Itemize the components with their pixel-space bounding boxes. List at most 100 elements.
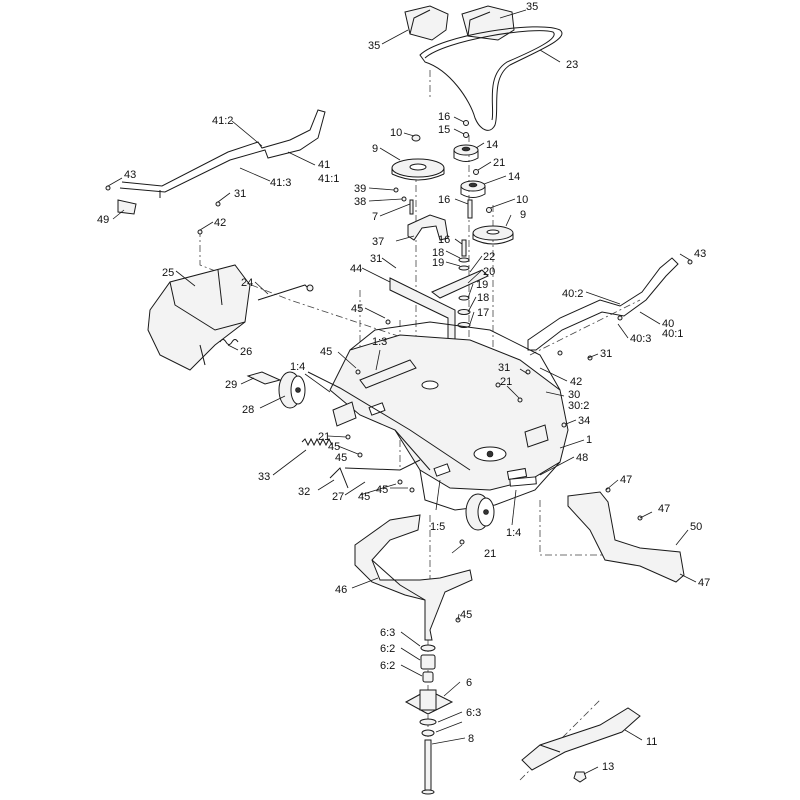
callout-label: 14 xyxy=(486,139,498,151)
callout-label: 15 xyxy=(438,124,450,136)
callout-label: 9 xyxy=(372,143,378,155)
callout-label: 6:3 xyxy=(466,707,481,719)
callout-label: 40:1 xyxy=(662,328,683,340)
mower-blade xyxy=(521,707,641,771)
callout-label: 45 xyxy=(320,346,332,358)
callout-label: 6:2 xyxy=(380,660,395,672)
callout-label: 23 xyxy=(566,59,578,71)
callout-label: 10 xyxy=(516,194,528,206)
gauge-wheel-48 xyxy=(465,493,495,531)
callout-label: 14 xyxy=(508,171,520,183)
callout-label: 11 xyxy=(646,736,657,748)
callout-label: 31 xyxy=(234,188,246,200)
callout-label: 1 xyxy=(586,434,592,446)
callout-label: 45 xyxy=(376,484,388,496)
leader-lines xyxy=(107,9,697,775)
belt-cover-right xyxy=(461,5,515,41)
belt-cover-left xyxy=(404,5,449,41)
spindle-assembly xyxy=(404,644,454,795)
chute-spring xyxy=(219,339,239,345)
callout-label: 41:1 xyxy=(318,173,339,185)
callout-label: 40:2 xyxy=(562,288,583,300)
callout-label: 19 xyxy=(476,279,488,291)
wheel-bolt-29 xyxy=(246,371,282,385)
washer-10-left xyxy=(411,134,421,142)
callout-label: 21 xyxy=(500,376,512,388)
callout-label: 30:2 xyxy=(568,400,589,412)
belt-guard-rod-left xyxy=(105,109,326,235)
callout-label: 43 xyxy=(124,169,136,181)
callout-label: 35 xyxy=(368,40,380,52)
callout-label: 47 xyxy=(620,474,632,486)
spring-33 xyxy=(301,437,333,447)
idler-pulley-upper xyxy=(453,144,479,162)
callout-label: 1:5 xyxy=(430,521,445,533)
callout-label: 18 xyxy=(432,247,444,259)
callout-label: 45 xyxy=(358,491,370,503)
callout-label: 48 xyxy=(576,452,588,464)
callout-label: 41 xyxy=(318,159,330,171)
callout-label: 17 xyxy=(477,307,489,319)
callout-label: 46 xyxy=(335,584,347,596)
callout-label: 6:3 xyxy=(380,627,395,639)
pulley-left xyxy=(391,158,445,181)
callout-label: 19 xyxy=(432,257,444,269)
callout-label: 27 xyxy=(332,491,344,503)
callout-labels: 35 35 23 41:2 41 41:1 41:3 43 31 49 42 1… xyxy=(97,1,710,773)
link-32 xyxy=(329,467,349,489)
gauge-wheel-28 xyxy=(278,371,306,409)
callout-label: 42 xyxy=(570,376,582,388)
callout-label: 25 xyxy=(162,267,174,279)
callout-label: 26 xyxy=(240,346,252,358)
callout-label: 42 xyxy=(214,217,226,229)
callout-label: 6:2 xyxy=(380,643,395,655)
callout-label: 21 xyxy=(484,548,496,560)
callout-label: 38 xyxy=(354,196,366,208)
callout-label: 16 xyxy=(438,194,450,206)
callout-label: 39 xyxy=(354,183,366,195)
callout-label: 13 xyxy=(602,761,614,773)
callout-label: 35 xyxy=(526,1,538,13)
callout-label: 41:2 xyxy=(212,115,233,127)
callout-label: 43 xyxy=(694,248,706,260)
idler-bracket xyxy=(407,214,449,241)
callout-label: 45 xyxy=(335,452,347,464)
callout-label: 30 xyxy=(568,389,580,401)
callout-label: 49 xyxy=(97,214,109,226)
callout-label: 31 xyxy=(370,253,382,265)
pulley-right xyxy=(472,225,514,245)
callout-label: 31 xyxy=(600,348,612,360)
callout-label: 24 xyxy=(241,277,253,289)
callout-label: 33 xyxy=(258,471,270,483)
baffle-46 xyxy=(354,514,473,641)
small-hardware xyxy=(393,120,492,328)
callout-label: 8 xyxy=(468,733,474,745)
deck-bracket-left xyxy=(332,401,357,427)
callout-label: 29 xyxy=(225,379,237,391)
callout-label: 47 xyxy=(658,503,670,515)
callout-label: 31 xyxy=(498,362,510,374)
callout-label: 28 xyxy=(242,404,254,416)
pivot-rod-27 xyxy=(344,459,421,471)
callout-label: 16 xyxy=(438,234,450,246)
callout-label: 45 xyxy=(328,441,340,453)
callout-label: 22 xyxy=(483,251,495,263)
callout-label: 32 xyxy=(298,486,310,498)
callout-label: 1:3 xyxy=(372,336,387,348)
blade-bolt xyxy=(573,771,587,783)
drive-belt xyxy=(419,26,563,131)
callout-label: 16 xyxy=(438,111,450,123)
baffle-50 xyxy=(567,491,685,583)
callout-label: 1:4 xyxy=(290,361,305,373)
deck-rod-1-4 xyxy=(307,371,471,471)
callout-label: 45 xyxy=(351,303,363,315)
callout-label: 21 xyxy=(318,431,330,443)
idler-pulley-middle xyxy=(460,180,486,198)
chute-rod xyxy=(257,284,314,301)
callout-label: 9 xyxy=(520,209,526,221)
callout-label: 20 xyxy=(483,266,495,278)
callout-label: 10 xyxy=(390,127,402,139)
callout-label: 44 xyxy=(350,263,362,275)
callout-label: 6 xyxy=(466,677,472,689)
